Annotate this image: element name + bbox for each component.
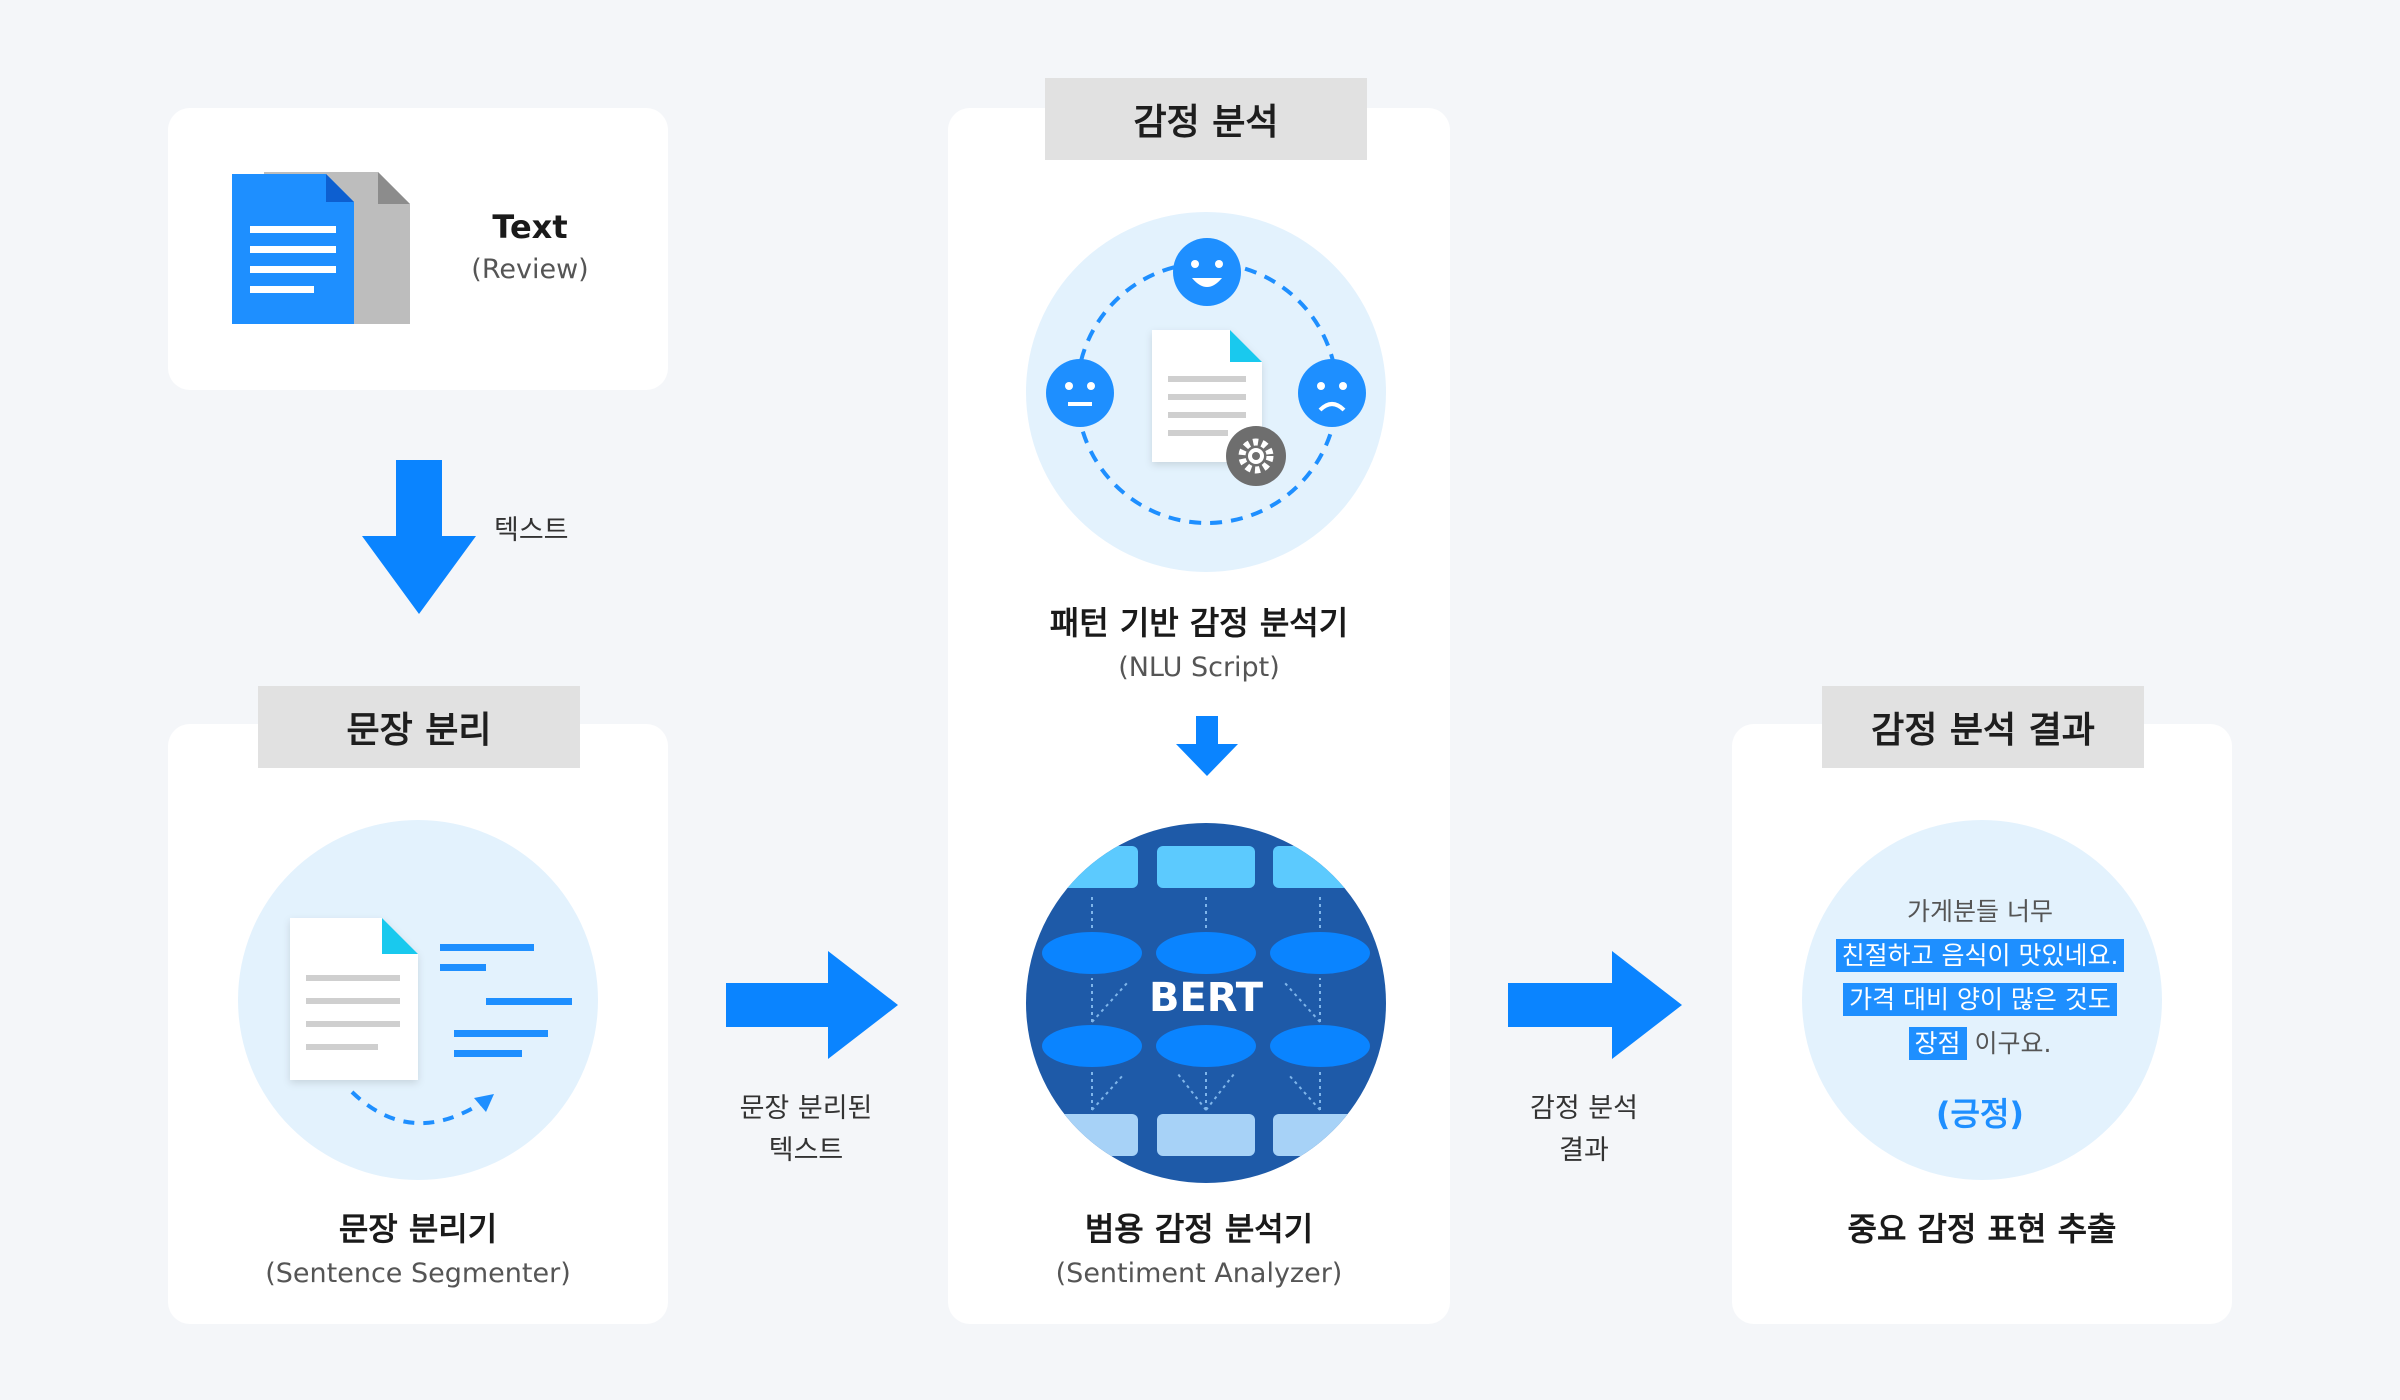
small-down-arrow-icon <box>1176 716 1238 776</box>
input-title: Text <box>492 208 568 246</box>
result-title-label: 중요 감정 표현 추출 <box>1752 1204 2212 1250</box>
bert-network-icon <box>1026 823 1386 1183</box>
sentiment-positive: (긍정) <box>1935 1095 2025 1133</box>
result-text: 가게분들 너무 친절하고 음식이 맛있네요. 가격 대비 양이 많은 것도 장점… <box>1800 890 2160 1136</box>
segment-lines-icon <box>440 944 572 1057</box>
result-arrow-label: 감정 분석 결과 <box>1494 1088 1674 1172</box>
right-arrow-icon-2 <box>1508 951 1682 1059</box>
segmented-label-line1: 문장 분리된 <box>739 1093 873 1124</box>
result-line1: 가게분들 너무 <box>1907 897 2053 926</box>
bert-label: BERT <box>1148 975 1264 1021</box>
result-tab: 감정 분석 결과 <box>1822 686 2144 768</box>
result-highlight-3: 장점 <box>1908 1027 1967 1060</box>
segmenter-subtitle: (Sentence Segmenter) <box>265 1258 571 1289</box>
segmented-label-line2: 텍스트 <box>768 1135 844 1166</box>
neutral-face-icon <box>1046 359 1114 427</box>
segment-document-icon <box>290 918 418 1080</box>
result-label-line2: 결과 <box>1559 1135 1609 1166</box>
pattern-subtitle: (NLU Script) <box>1118 652 1280 683</box>
segmenter-label: 문장 분리기 (Sentence Segmenter) <box>188 1204 648 1289</box>
analysis-tab: 감정 분석 <box>1045 78 1367 160</box>
result-highlight-1: 친절하고 음식이 맛있네요. <box>1835 939 2125 972</box>
pattern-title: 패턴 기반 감정 분석기 <box>1049 604 1349 642</box>
input-subtitle: (Review) <box>471 254 589 285</box>
result-label-line1: 감정 분석 <box>1530 1093 1638 1124</box>
result-line4-rest: 이구요. <box>1974 1029 2052 1058</box>
bert-title: 범용 감정 분석기 <box>1084 1210 1314 1248</box>
result-highlight-2: 가격 대비 양이 많은 것도 <box>1843 983 2117 1016</box>
down-arrow-icon <box>362 460 476 614</box>
pattern-analyzer-label: 패턴 기반 감정 분석기 (NLU Script) <box>968 598 1430 683</box>
review-document-icon <box>1152 330 1262 462</box>
input-label: Text (Review) <box>432 208 628 285</box>
bert-subtitle: (Sentiment Analyzer) <box>1055 1258 1343 1289</box>
segment-tab: 문장 분리 <box>258 686 580 768</box>
curved-arrow-icon <box>350 1090 488 1126</box>
right-arrow-icon <box>726 951 898 1059</box>
document-stack-icon <box>232 172 410 324</box>
segmented-text-label: 문장 분리된 텍스트 <box>706 1088 906 1172</box>
segmenter-title: 문장 분리기 <box>338 1210 498 1248</box>
result-title: 중요 감정 표현 추출 <box>1847 1210 2117 1248</box>
general-analyzer-label: 범용 감정 분석기 (Sentiment Analyzer) <box>968 1204 1430 1289</box>
sad-face-icon <box>1298 359 1366 427</box>
text-arrow-label: 텍스트 <box>494 515 569 546</box>
gear-icon <box>1226 426 1286 486</box>
happy-face-icon <box>1173 238 1241 306</box>
